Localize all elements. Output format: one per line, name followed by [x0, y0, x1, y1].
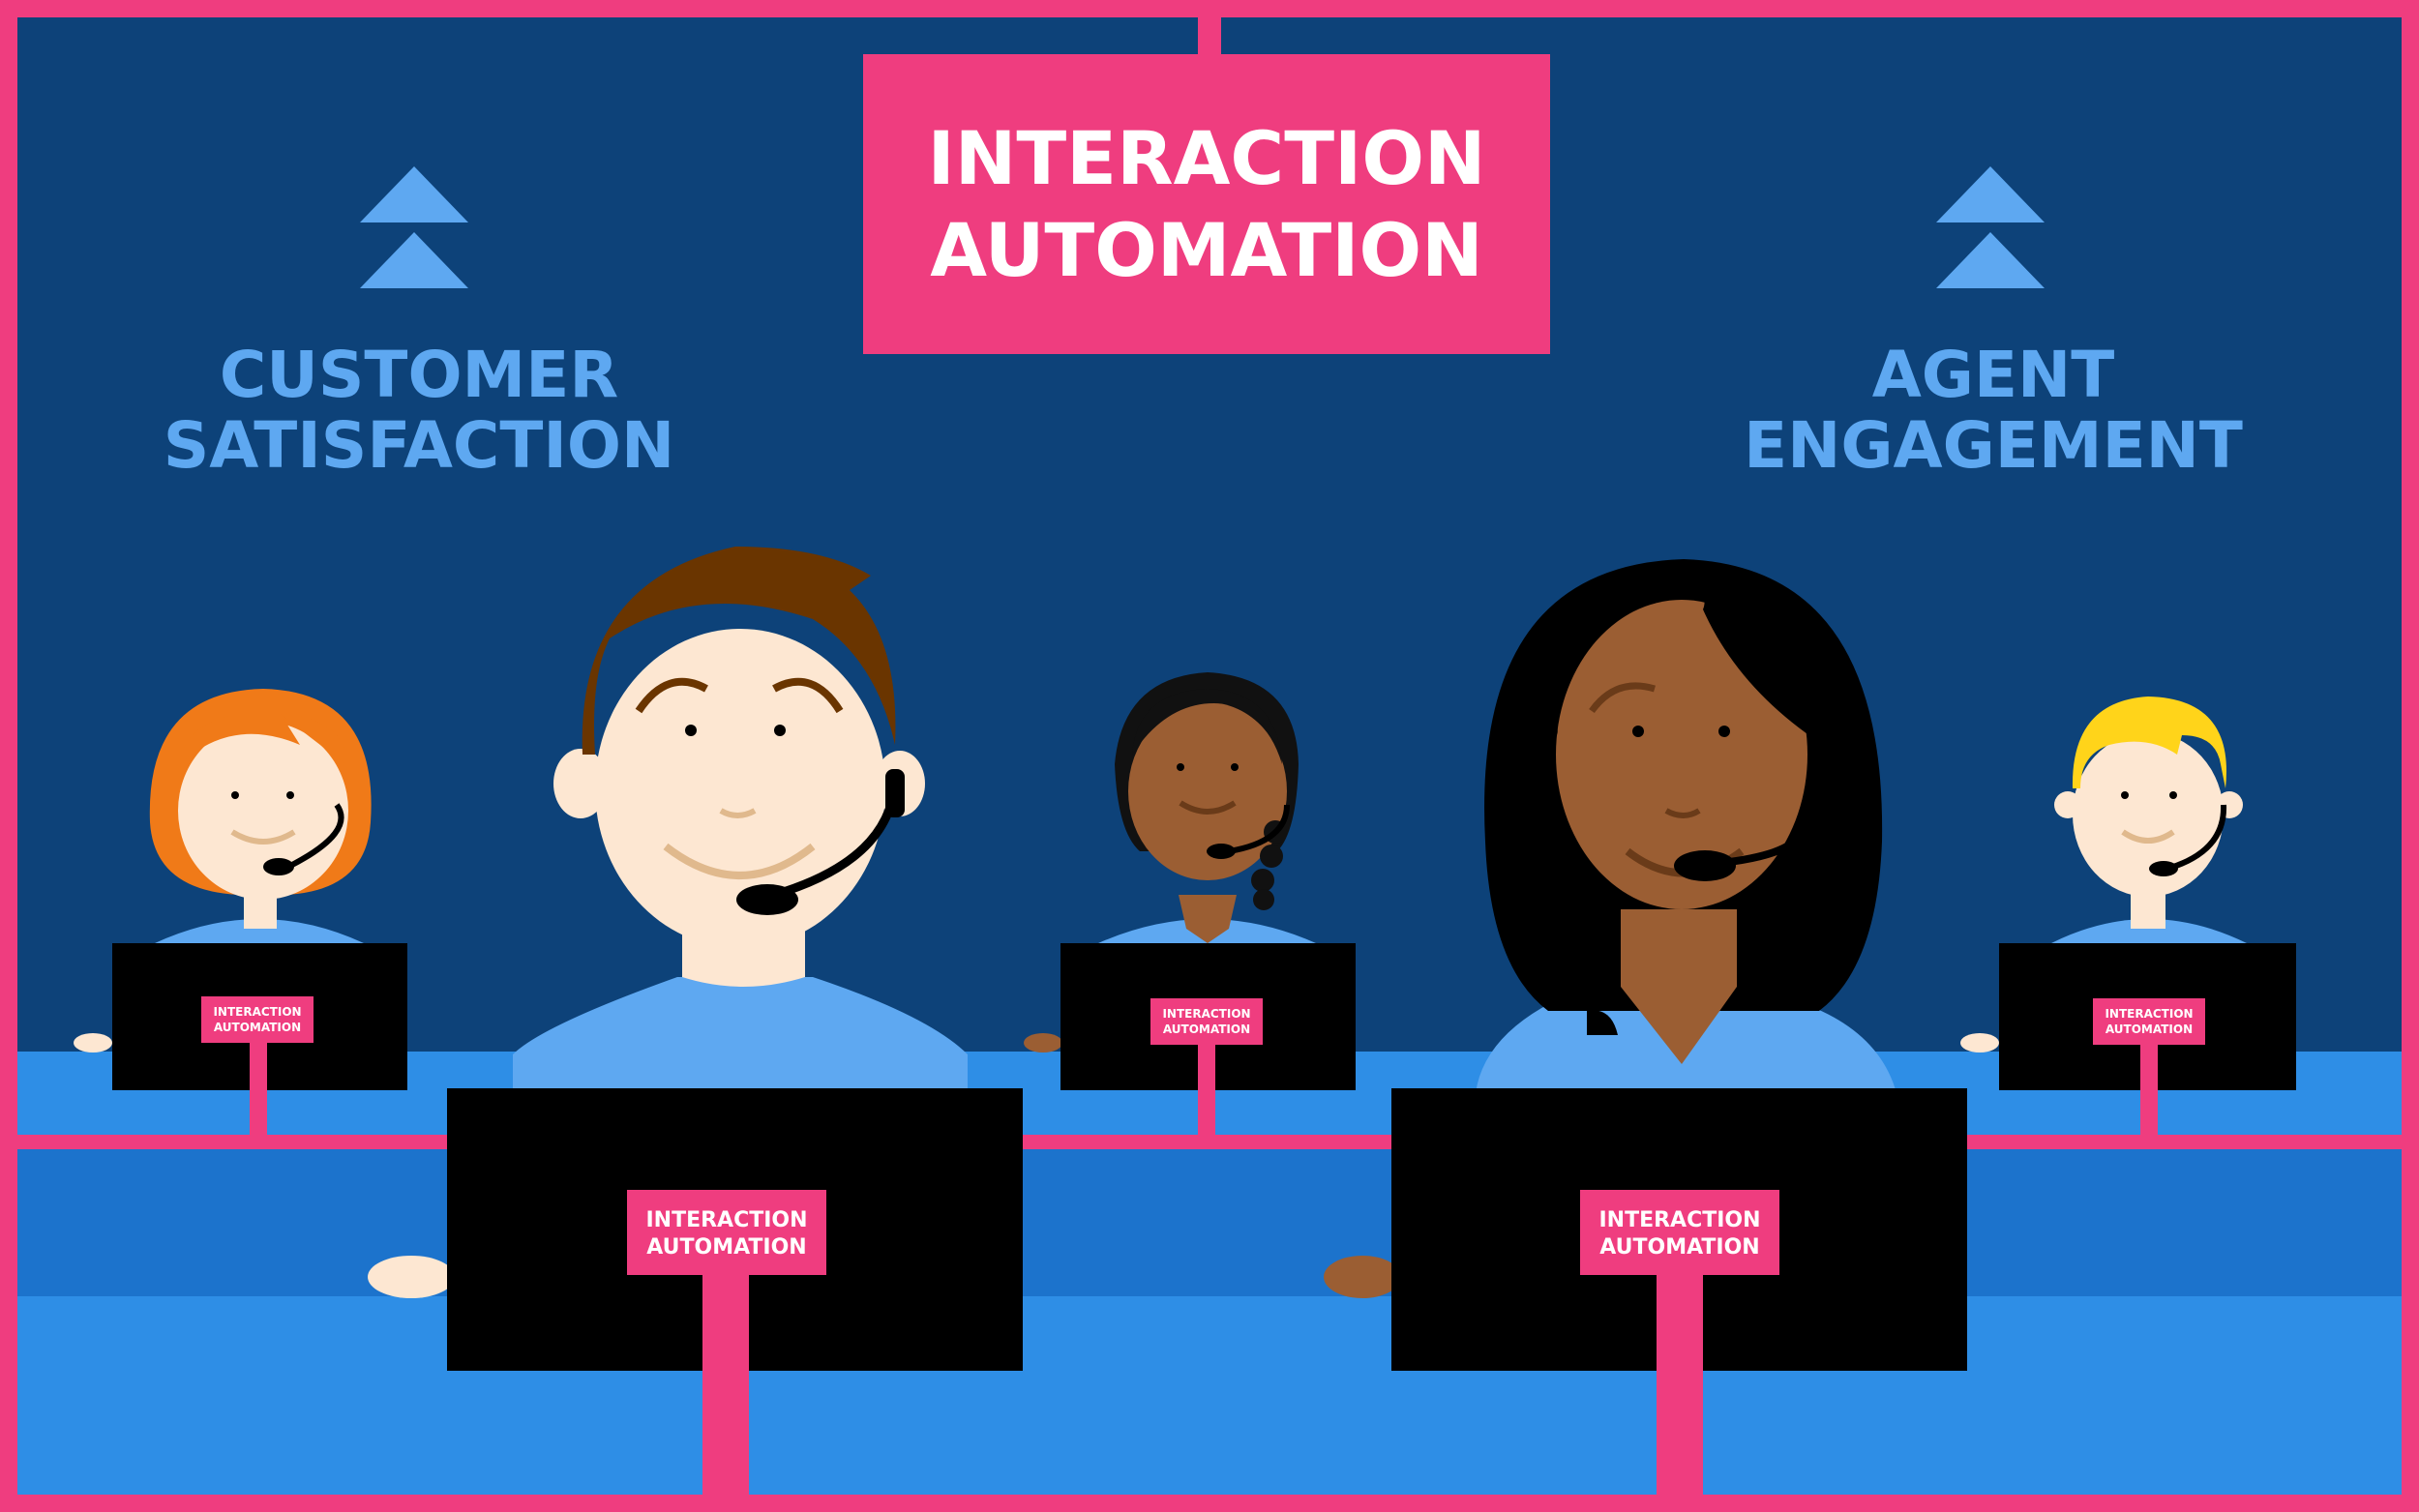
title-line-2: AUTOMATION — [930, 207, 1483, 293]
sign-line-2: AUTOMATION — [646, 1235, 806, 1260]
monitor-front-right: INTERACTION AUTOMATION — [1391, 1088, 1967, 1512]
monitor-front-left: INTERACTION AUTOMATION — [447, 1088, 1023, 1512]
frame-bottom — [0, 1495, 2419, 1512]
title-hanger — [1198, 17, 1221, 56]
sign-line-2: AUTOMATION — [1163, 1023, 1250, 1036]
frame-right — [2402, 0, 2419, 1512]
double-chevron-up-icon — [360, 166, 468, 288]
right-metric-line-2: ENGAGEMENT — [1744, 408, 2243, 483]
sign-line-1: INTERACTION — [645, 1208, 807, 1232]
monitor-back-center: INTERACTION AUTOMATION — [1060, 943, 1356, 1137]
monitor-back-right: INTERACTION AUTOMATION — [1999, 943, 2296, 1137]
sign-line-2: AUTOMATION — [214, 1021, 301, 1034]
sign-line-2: AUTOMATION — [2105, 1023, 2193, 1036]
double-chevron-up-icon — [1936, 166, 2045, 288]
sign-line-1: INTERACTION — [2105, 1007, 2193, 1021]
agent-long-hair — [1324, 559, 1896, 1298]
front-desk — [17, 1296, 2402, 1495]
title-sign — [863, 54, 1550, 354]
sign-line-1: INTERACTION — [1162, 1007, 1250, 1021]
frame-left — [0, 0, 17, 1512]
sign-line-2: AUTOMATION — [1599, 1235, 1759, 1260]
right-metric-line-1: AGENT — [1872, 338, 2115, 412]
desk-divider — [17, 1135, 2402, 1149]
monitor-back-left: INTERACTION AUTOMATION — [112, 943, 407, 1137]
left-metric-line-1: CUSTOMER — [220, 338, 618, 412]
agent-brown-hair — [368, 547, 968, 1298]
sign-line-1: INTERACTION — [213, 1005, 301, 1019]
title-line-1: INTERACTION — [927, 115, 1485, 201]
sign-line-1: INTERACTION — [1598, 1208, 1760, 1232]
left-metric-line-2: SATISFACTION — [164, 408, 675, 483]
